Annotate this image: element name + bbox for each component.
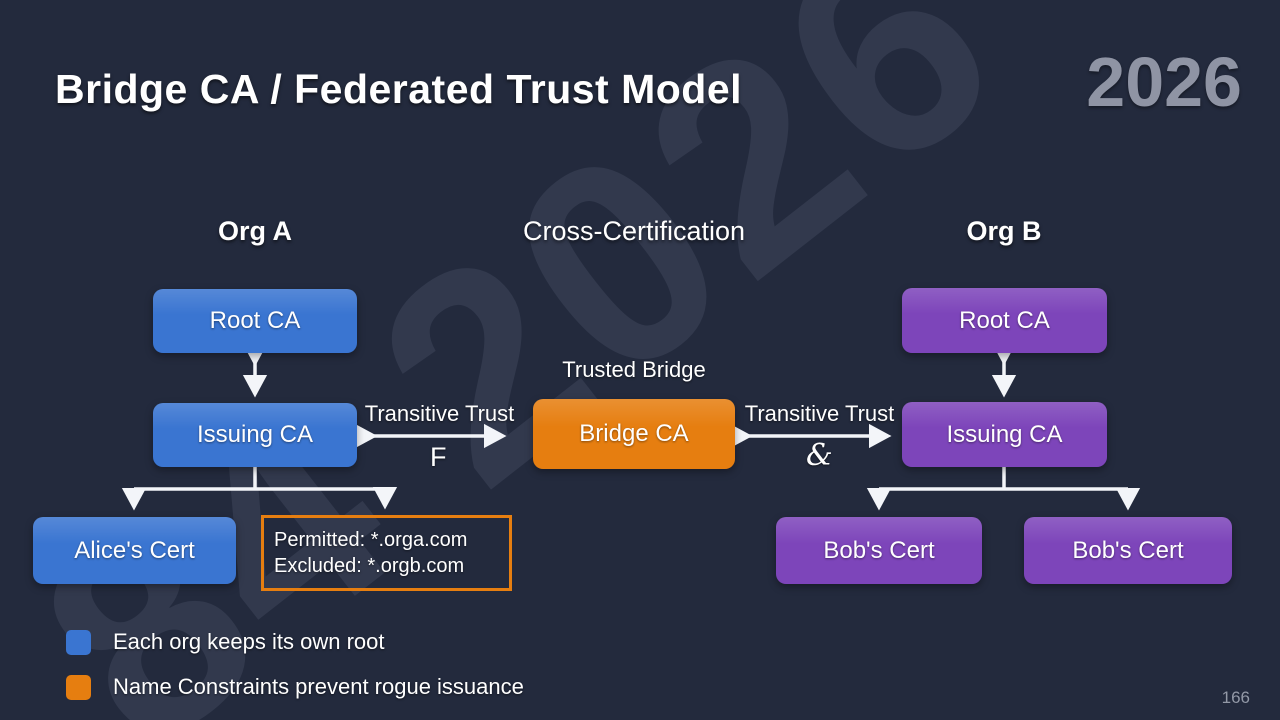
legend: Each org keeps its own root Name Constra… bbox=[66, 629, 524, 700]
legend-row-blue: Each org keeps its own root bbox=[66, 629, 524, 655]
page-number: 166 bbox=[1221, 688, 1250, 707]
legend-swatch-orange bbox=[66, 674, 91, 700]
constraints-permitted: Permitted: *.orga.com bbox=[274, 528, 468, 551]
year-badge: 2026 bbox=[1086, 43, 1242, 121]
legend-swatch-blue bbox=[66, 629, 91, 655]
right-arrow-sub-label: & bbox=[806, 438, 833, 473]
left-arrow-sub-label: F bbox=[430, 442, 447, 472]
org-a-issuing-ca-box: Issuing CA bbox=[153, 403, 357, 467]
org-a-root-ca-box: Root CA bbox=[153, 289, 357, 353]
cross-certification-header: Cross-Certification bbox=[522, 216, 746, 246]
bridge-ca-box: Bridge CA bbox=[533, 399, 735, 469]
org-b-branch bbox=[879, 467, 1128, 491]
bob-cert-box-1: Bob's Cert bbox=[776, 517, 982, 584]
org-b-header: Org B bbox=[966, 216, 1042, 246]
constraints-excluded: Excluded: *.orgb.com bbox=[274, 554, 465, 577]
right-transitive-trust-label: Transitive Trust bbox=[744, 401, 895, 426]
org-a-branch bbox=[134, 467, 385, 491]
org-b-issuing-ca-box: Issuing CA bbox=[902, 402, 1107, 467]
alice-cert-box: Alice's Cert bbox=[33, 517, 236, 584]
legend-row-orange: Name Constraints prevent rogue issuance bbox=[66, 674, 524, 700]
legend-label-orange: Name Constraints prevent rogue issuance bbox=[113, 674, 524, 699]
org-b-root-ca-box: Root CA bbox=[902, 288, 1107, 353]
trusted-bridge-caption: Trusted Bridge bbox=[562, 357, 706, 382]
left-transitive-trust-label: Transitive Trust bbox=[364, 401, 515, 426]
bob-cert-box-2: Bob's Cert bbox=[1024, 517, 1232, 584]
slide-title: Bridge CA / Federated Trust Model bbox=[55, 66, 743, 112]
legend-label-blue: Each org keeps its own root bbox=[113, 629, 385, 654]
name-constraints-box: Permitted: *.orga.com Excluded: *.orgb.c… bbox=[261, 515, 512, 591]
org-a-header: Org A bbox=[218, 216, 292, 246]
